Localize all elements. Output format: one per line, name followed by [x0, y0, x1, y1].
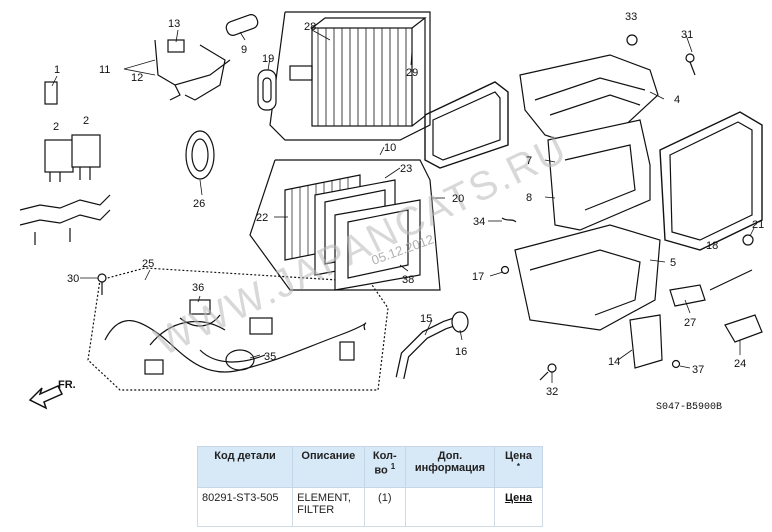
callout: 9 — [241, 44, 247, 56]
parts-diagram: WWW.JAPANCATS.RU 05.12.2012 1 2 2 4 5 7 … — [19, 11, 764, 413]
callout: 4 — [674, 94, 680, 106]
screw-37a — [500, 265, 510, 275]
group-frame-25 — [87, 267, 389, 391]
screw-30 — [97, 273, 107, 295]
drain-hose — [395, 315, 462, 379]
group-frame-20 — [249, 159, 441, 291]
callout: 38 — [402, 274, 414, 286]
callout: 21 — [752, 219, 764, 231]
callouts: 1 2 2 4 5 7 8 9 10 11 12 13 14 15 16 17 … — [53, 11, 764, 398]
callout: 1 — [54, 64, 60, 76]
grommet-19 — [257, 69, 277, 111]
header-info: Доп. информация — [404, 446, 495, 488]
callout: 20 — [452, 193, 464, 205]
clip-35 — [225, 349, 255, 371]
relay-2 — [44, 134, 101, 182]
callout: 16 — [455, 346, 467, 358]
callout: 24 — [734, 358, 746, 370]
fr-arrow-icon — [28, 385, 64, 410]
relay-27 — [669, 284, 706, 307]
cell-qty: (1) — [363, 487, 406, 527]
callout: 5 — [670, 257, 676, 269]
expansion-valve — [154, 39, 231, 101]
cell-part-code: 80291-ST3-505 — [196, 487, 294, 527]
callout: 30 — [67, 273, 79, 285]
nut-33 — [626, 34, 638, 46]
header-qty: Кол-во 1 — [363, 446, 406, 488]
callout: 14 — [608, 356, 620, 368]
callout: 19 — [262, 53, 274, 65]
callout: 34 — [473, 216, 485, 228]
callout: 11 — [99, 64, 110, 76]
callout: 13 — [168, 18, 180, 30]
callout: 10 — [384, 142, 396, 154]
parts-table: Код детали Описание Кол-во 1 Доп. информ… — [196, 446, 544, 527]
leader-lines — [51, 29, 755, 383]
price-link[interactable]: Цена — [493, 487, 544, 527]
gasket-seal — [424, 81, 509, 169]
callout: 17 — [472, 271, 484, 283]
header-description: Описание — [292, 446, 365, 488]
screw-21 — [742, 234, 754, 246]
clip-36 — [179, 314, 221, 327]
callout: 32 — [546, 386, 558, 398]
reference-code: S047-B5900B — [656, 402, 722, 413]
wire-harness-bracket — [19, 194, 111, 245]
group-frame-10 — [269, 11, 431, 141]
callout: 31 — [681, 29, 693, 41]
cable-rod — [709, 269, 753, 291]
screw-37b — [671, 359, 681, 369]
callout: 36 — [192, 282, 204, 294]
callout: 25 — [142, 258, 154, 270]
cell-description: ELEMENT, FILTER — [292, 487, 365, 527]
direction-label: FR. — [58, 379, 76, 391]
callout: 18 — [706, 240, 718, 252]
callout: 8 — [526, 192, 532, 204]
screw-32 — [539, 363, 557, 381]
cell-info — [404, 487, 495, 527]
grommet-16 — [451, 311, 469, 333]
header-price: Цена* — [493, 446, 544, 488]
table-row: 80291-ST3-505 ELEMENT, FILTER (1) Цена — [196, 487, 544, 527]
connector-1 — [44, 81, 58, 105]
clip-34 — [501, 217, 517, 223]
housing-lower — [514, 224, 661, 331]
callout: 22 — [256, 212, 268, 224]
callout: 2 — [53, 121, 59, 133]
filter-lid — [334, 199, 421, 291]
table-header-row: Код детали Описание Кол-во 1 Доп. информ… — [196, 446, 544, 488]
evaporator-core — [289, 17, 427, 127]
callout: 2 — [83, 115, 89, 127]
screw-31 — [685, 53, 696, 76]
callout: 15 — [420, 313, 432, 325]
gasket-seal-18 — [659, 111, 763, 251]
callout: 23 — [400, 163, 412, 175]
callout: 12 — [131, 72, 143, 84]
callout: 37 — [692, 364, 704, 376]
parts-table-container: Код детали Описание Кол-во 1 Доп. информ… — [196, 446, 544, 527]
callout: 35 — [264, 351, 276, 363]
grommet-26 — [185, 130, 215, 180]
header-part-code: Код детали — [196, 446, 294, 488]
resistor-24 — [724, 314, 763, 343]
callout: 7 — [526, 155, 532, 167]
callout: 28 — [304, 21, 316, 33]
callout: 29 — [406, 67, 418, 79]
callout: 33 — [625, 11, 637, 23]
housing-middle — [547, 119, 651, 231]
callout: 26 — [193, 198, 205, 210]
callout: 27 — [684, 317, 696, 329]
bracket-14 — [629, 314, 663, 369]
grommet-9 — [225, 14, 259, 36]
